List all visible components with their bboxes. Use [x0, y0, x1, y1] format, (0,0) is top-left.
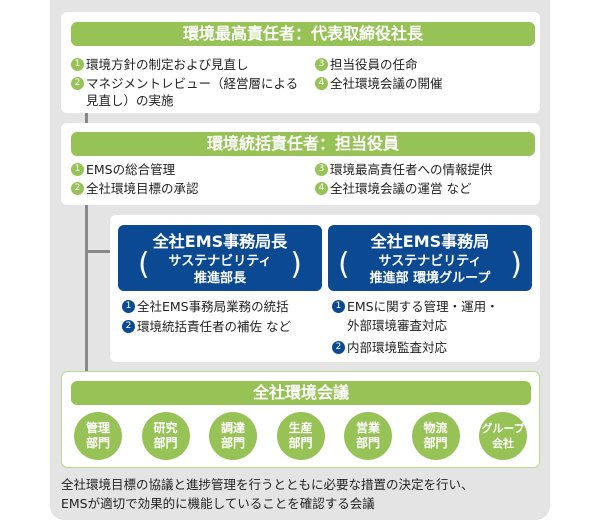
ems-card: 全社EMS事務局長 () サステナビリティ 推進部長 全社EMS事務局 () サ…: [110, 215, 540, 362]
ems-office-box: 全社EMS事務局 () サステナビリティ 推進部 環境グループ: [328, 225, 532, 291]
department-label: 研究: [153, 421, 178, 435]
department-label: 部門: [423, 436, 448, 450]
department-label: 部門: [153, 436, 178, 450]
top-manager-title: 環境最高責任者：代表取締役社長: [71, 22, 535, 46]
department-label: 会社: [492, 437, 514, 450]
meeting-card: 全社環境会議 管理部門研究部門調達部門生産部門営業部門物流部門グループ会社: [61, 371, 540, 468]
department-circle: 営業部門: [344, 412, 392, 460]
paren-close: ): [290, 247, 302, 282]
connector-line: [85, 113, 88, 371]
department-circle: 管理部門: [74, 412, 122, 460]
department-circle: 生産部門: [276, 412, 325, 460]
department-label: 営業: [355, 421, 380, 435]
department-label: 部門: [355, 436, 380, 450]
connector-branch: [85, 250, 110, 253]
department-label: 部門: [220, 436, 245, 450]
meeting-title: 全社環境会議: [71, 381, 531, 405]
paren-open: (: [138, 247, 150, 282]
department-circle: グループ会社: [479, 412, 527, 460]
list-item-cont: 見直し）の実施: [86, 93, 174, 108]
department-label: 調達: [220, 421, 245, 435]
department-label: 部門: [288, 436, 313, 450]
department-circle: 調達部門: [209, 412, 257, 460]
meeting-caption-line2: EMSが適切で効果的に機能していることを確認する会議: [61, 496, 375, 511]
second-manager-title: 環境統括責任者：担当役員: [71, 132, 535, 156]
ems-head-box: 全社EMS事務局長 () サステナビリティ 推進部長: [118, 225, 322, 291]
department-label: 部門: [85, 436, 110, 450]
department-circle: 物流部門: [411, 412, 460, 460]
paren-close: ): [510, 247, 522, 282]
department-label: 物流: [423, 421, 448, 435]
paren-open: (: [338, 247, 350, 282]
department-label: グループ: [481, 422, 525, 435]
department-label: 管理: [85, 421, 110, 435]
meeting-caption-line1: 全社環境目標の協議と進捗管理を行うとともに必要な措置の決定を行い、: [61, 477, 474, 492]
department-label: 生産: [288, 421, 313, 435]
department-circle: 研究部門: [141, 412, 190, 460]
list-item-cont: 外部環境審査対応: [347, 318, 448, 333]
